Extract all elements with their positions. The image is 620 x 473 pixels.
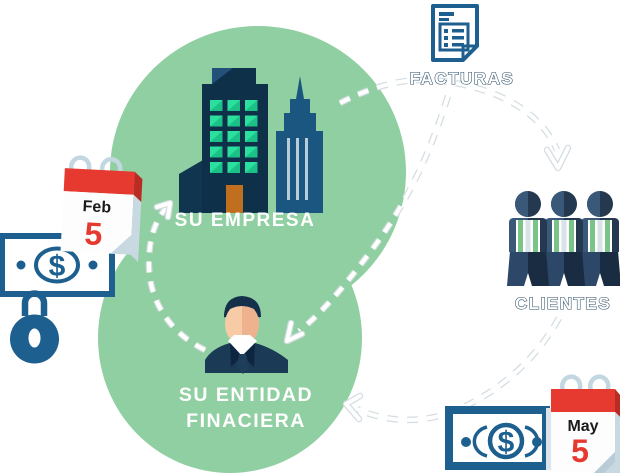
padlock-icon (10, 290, 59, 364)
may-day: 5 (571, 433, 589, 469)
empresa-label: SU EMPRESA (175, 210, 316, 231)
feb-calendar-icon: Feb 5 (60, 157, 143, 263)
entidad-label-line1: SU ENTIDAD (179, 384, 313, 406)
flow-empresa-to-clientes (338, 76, 572, 172)
people-group-icon (507, 191, 620, 286)
building-door (226, 185, 243, 213)
client-person (579, 191, 620, 286)
banknote-left-icon: $ (0, 233, 115, 297)
clientes-label: CLIENTES (515, 294, 611, 313)
feb-month: Feb (82, 198, 112, 216)
facturas-label: FACTURAS (410, 69, 515, 88)
flow-entidad-to-empresa (145, 199, 207, 353)
invoice-document-icon (431, 4, 479, 62)
client-person (543, 191, 585, 286)
may-month: May (567, 418, 598, 435)
flow-clientes-to-entidad (342, 316, 562, 424)
feb-day: 5 (84, 215, 104, 252)
businessman-icon (205, 296, 288, 374)
dollar-sign-right: $ (498, 426, 515, 459)
dollar-sign-left: $ (49, 250, 66, 283)
entidad-label-line2: FINACIERA (186, 410, 306, 432)
office-buildings-icon (179, 68, 323, 213)
banknote-right-icon: $ (445, 406, 550, 470)
may-calendar-icon: May 5 (546, 377, 620, 473)
flow-facturas-to-entidad (283, 95, 452, 345)
client-person (507, 191, 549, 286)
